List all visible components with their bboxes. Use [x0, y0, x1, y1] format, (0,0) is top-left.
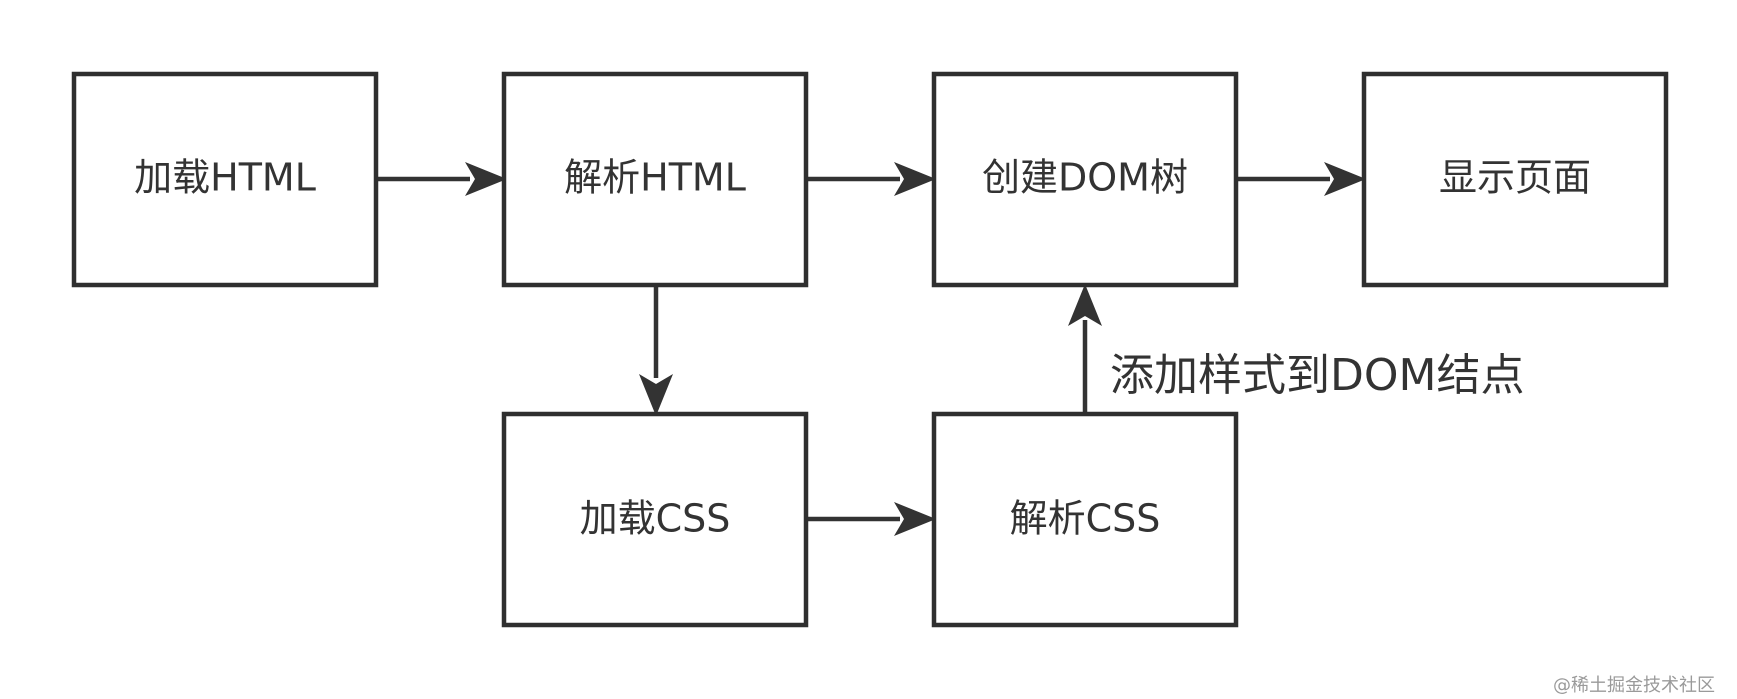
arrow-head [1068, 284, 1102, 326]
node-label: 解析HTML [564, 156, 746, 200]
node-show-page: 显示页面 [1361, 71, 1669, 288]
edge-load-css-to-parse-css [806, 502, 936, 536]
node-label: 加载HTML [134, 156, 316, 200]
edge-parse-css-to-create-dom [1068, 284, 1102, 414]
arrow-head [894, 162, 936, 196]
arrow-head [894, 502, 936, 536]
edge-create-dom-to-show-page [1236, 162, 1366, 196]
edges [376, 162, 1366, 536]
arrow-head [465, 162, 507, 196]
node-parse-css: 解析CSS [931, 411, 1239, 628]
node-create-dom: 创建DOM树 [931, 71, 1239, 288]
arrow-head [1324, 162, 1366, 196]
node-label: 创建DOM树 [982, 156, 1188, 200]
edge-parse-html-to-create-dom [806, 162, 936, 196]
node-label: 加载CSS [580, 497, 731, 541]
node-load-css: 加载CSS [501, 411, 809, 628]
arrow-head [639, 374, 673, 416]
node-label: 解析CSS [1010, 497, 1161, 541]
node-parse-html: 解析HTML [501, 71, 809, 288]
edge-label-add-style: 添加样式到DOM结点 [1110, 350, 1524, 401]
node-label: 显示页面 [1439, 156, 1591, 200]
watermark: @稀土掘金技术社区 [1553, 675, 1715, 696]
node-load-html: 加载HTML [71, 71, 379, 288]
edge-load-html-to-parse-html [376, 162, 507, 196]
edge-parse-html-to-load-css [639, 287, 673, 416]
